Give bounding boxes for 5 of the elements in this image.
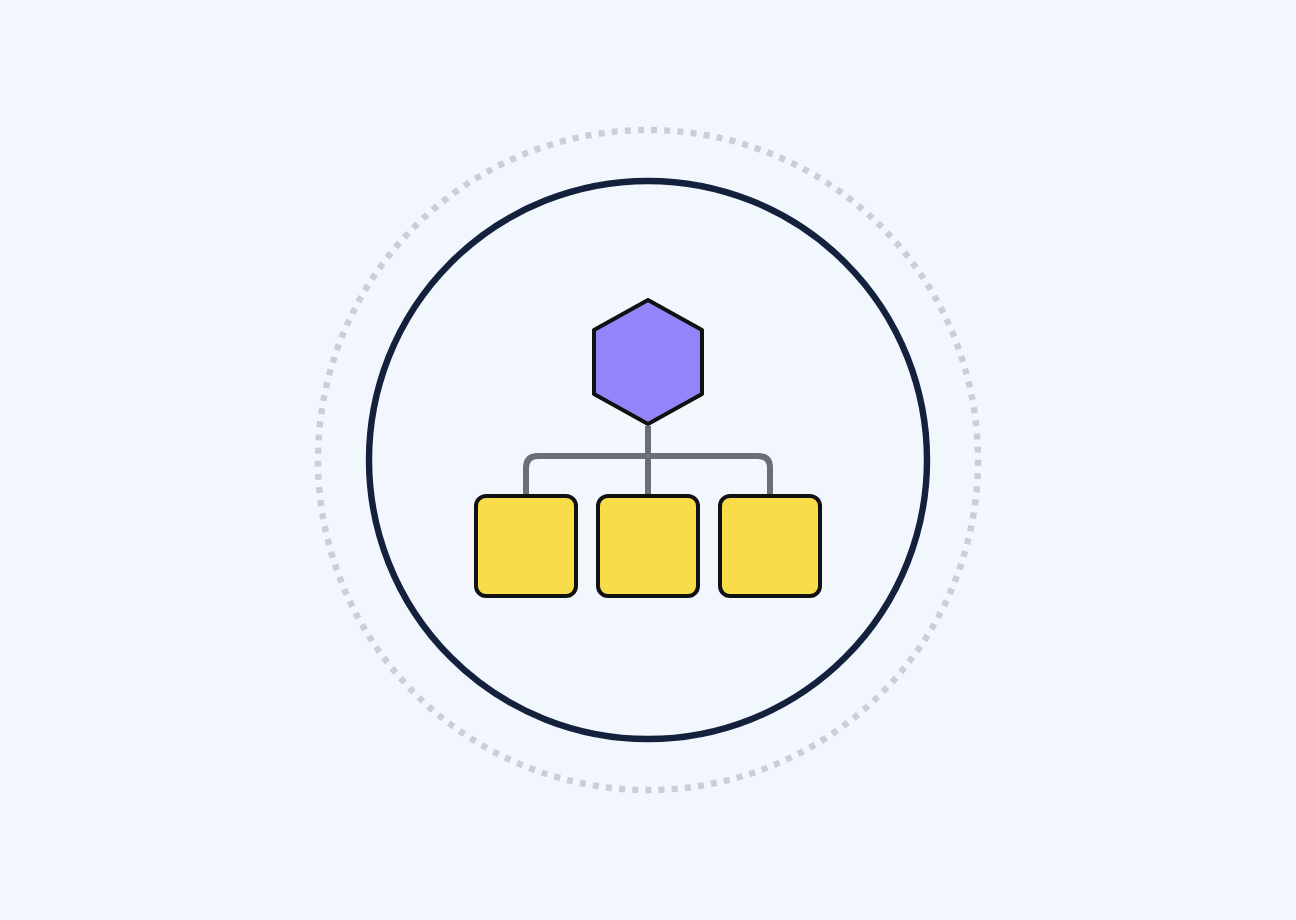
square-block [474,494,578,598]
hexagon-shape [592,298,704,426]
square-block [718,494,822,598]
outline-circle [366,178,930,742]
square-block [596,494,700,598]
